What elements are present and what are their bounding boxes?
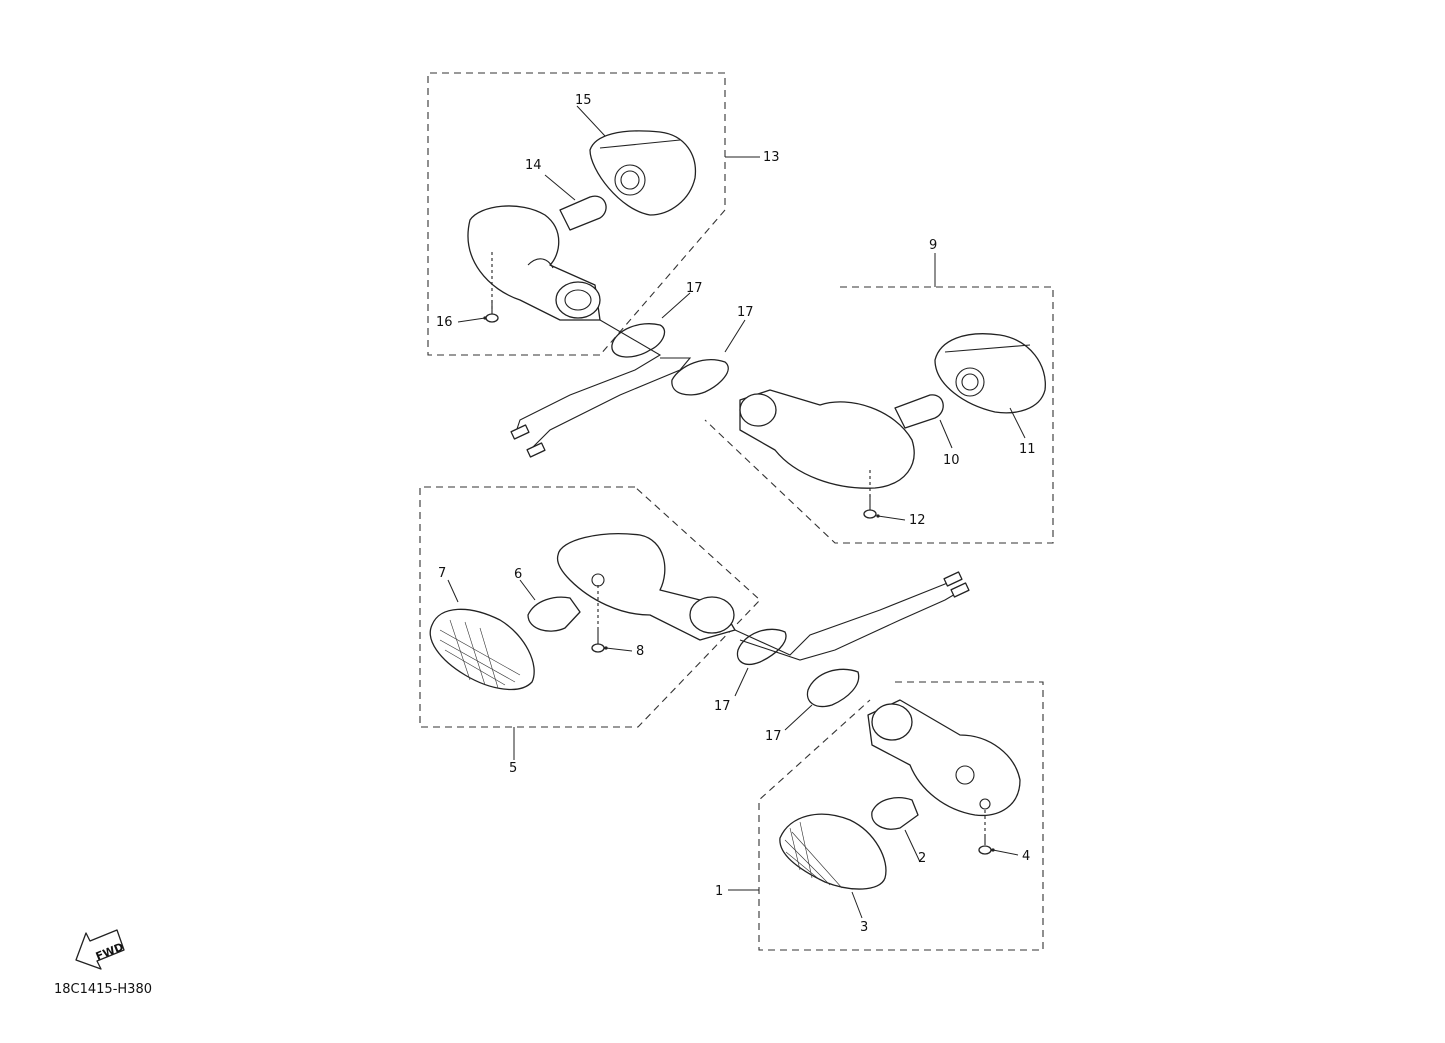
callout-14: 14 <box>525 158 542 173</box>
assembly-13-group <box>427 72 760 356</box>
screw-16 <box>485 300 499 323</box>
clamp-17-upper-left <box>611 292 691 358</box>
assembly-5-boundary <box>419 486 761 728</box>
screw-4 <box>978 835 992 855</box>
callout-17-c: 17 <box>714 699 731 714</box>
bulb-2 <box>871 797 919 830</box>
callout-10: 10 <box>943 453 960 468</box>
callout-13: 13 <box>763 150 780 165</box>
screw-8 <box>591 630 605 653</box>
callout-1: 1 <box>715 884 723 899</box>
lens-7 <box>429 608 535 691</box>
callout-5: 5 <box>509 761 517 776</box>
bulb-14 <box>559 195 607 231</box>
lens-15 <box>589 130 697 216</box>
clamp-17-lower <box>806 668 860 708</box>
wiring-upper-left <box>510 319 692 458</box>
screw-12 <box>863 495 877 519</box>
lens-11 <box>934 333 1046 414</box>
callout-17-b: 17 <box>737 305 754 320</box>
callout-6: 6 <box>514 567 522 582</box>
callout-15: 15 <box>575 93 592 108</box>
assembly-13-boundary <box>427 72 726 356</box>
callout-17-d: 17 <box>765 729 782 744</box>
lens-3 <box>779 813 887 890</box>
callout-11: 11 <box>1019 442 1036 457</box>
wiring-lower-right <box>734 571 970 661</box>
callout-17-a: 17 <box>686 281 703 296</box>
callout-12: 12 <box>909 513 926 528</box>
bulb-6 <box>527 596 581 632</box>
clamp-17-upper-right <box>671 359 729 396</box>
diagram-code: 18C1415-H380 <box>54 982 152 997</box>
callout-9: 9 <box>929 238 937 253</box>
callouts: 1 2 3 4 5 6 7 8 9 10 11 12 13 14 15 16 1… <box>436 93 1036 935</box>
callout-7: 7 <box>438 566 446 581</box>
assembly-9-group <box>671 253 1054 544</box>
assembly-9-boundary <box>704 286 1054 544</box>
callout-2: 2 <box>918 851 926 866</box>
assembly-1-boundary <box>758 681 1044 951</box>
fwd-arrow-icon: FWD <box>75 929 125 970</box>
callout-3: 3 <box>860 920 868 935</box>
bulb-10 <box>894 394 944 429</box>
callout-4: 4 <box>1022 849 1030 864</box>
assembly-5-group <box>419 486 761 760</box>
assembly-1-group <box>728 668 1044 951</box>
clamp-17-middle <box>734 628 787 697</box>
callout-16: 16 <box>436 315 453 330</box>
housing-9 <box>739 389 915 489</box>
callout-8: 8 <box>636 644 644 659</box>
